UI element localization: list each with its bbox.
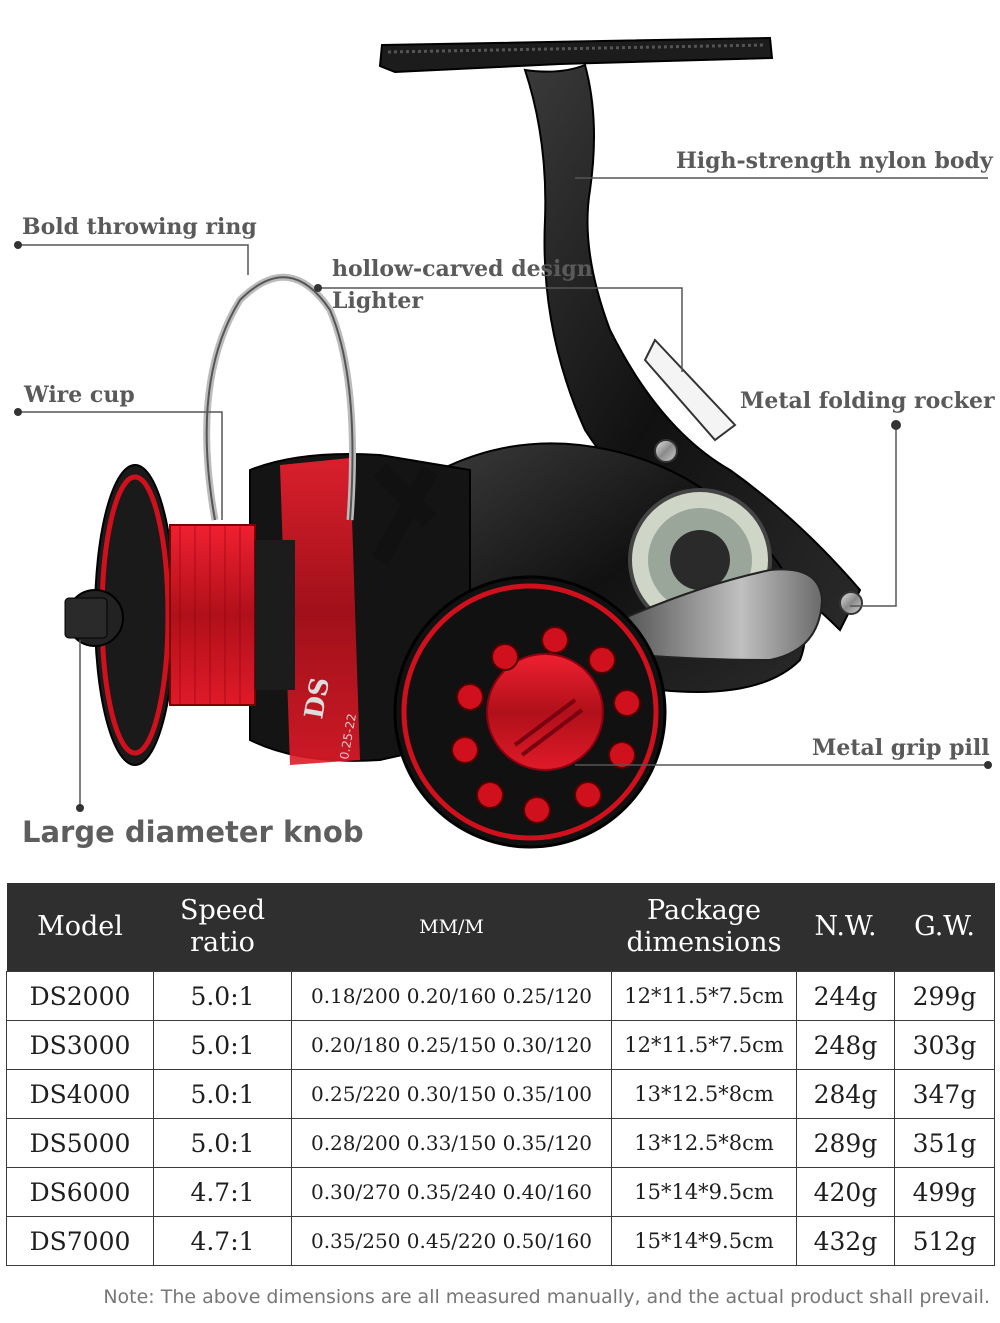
table-row: DS6000 4.7:1 0.30/270 0.35/240 0.40/160 … xyxy=(6,1167,995,1217)
cell-speed-ratio: 5.0:1 xyxy=(153,1020,292,1070)
cell-model: DS3000 xyxy=(6,1020,154,1070)
handle-knob xyxy=(393,575,667,849)
cell-speed-ratio: 5.0:1 xyxy=(153,1118,292,1168)
cell-gross-weight: 499g xyxy=(894,1167,995,1217)
cell-speed-ratio: 5.0:1 xyxy=(153,971,292,1021)
cell-model: DS6000 xyxy=(6,1167,154,1217)
callout-large-knob: Large diameter knob xyxy=(22,815,364,849)
cell-model: DS5000 xyxy=(6,1118,154,1168)
spool-model-text: DS xyxy=(299,675,336,721)
cell-package-dimensions: 15*14*9.5cm xyxy=(611,1167,797,1217)
header-mm-per-m: MM/M xyxy=(291,883,612,972)
callout-hollow-design: hollow-carved design xyxy=(332,256,593,282)
table-row: DS5000 5.0:1 0.28/200 0.33/150 0.35/120 … xyxy=(6,1118,995,1168)
table-row: DS4000 5.0:1 0.25/220 0.30/150 0.35/100 … xyxy=(6,1069,995,1119)
cell-line-capacity: 0.25/220 0.30/150 0.35/100 xyxy=(291,1069,612,1119)
cell-net-weight: 248g xyxy=(796,1020,895,1070)
cell-package-dimensions: 13*12.5*8cm xyxy=(611,1069,797,1119)
bail-wire xyxy=(203,273,356,521)
handle-arm xyxy=(618,568,824,662)
cell-line-capacity: 0.30/270 0.35/240 0.40/160 xyxy=(291,1167,612,1217)
reel-foot xyxy=(378,36,774,74)
cell-gross-weight: 303g xyxy=(894,1020,995,1070)
header-net-weight: N.W. xyxy=(796,883,895,972)
cell-model: DS2000 xyxy=(6,971,154,1021)
callout-lighter: Lighter xyxy=(332,288,423,314)
disclaimer-note: Note: The above dimensions are all measu… xyxy=(103,1286,990,1308)
cell-gross-weight: 299g xyxy=(894,971,995,1021)
specs-table: Model Speed ratio MM/M Package dimension… xyxy=(6,883,995,1266)
drag-knob xyxy=(64,589,124,647)
cell-line-capacity: 0.28/200 0.33/150 0.35/120 xyxy=(291,1118,612,1168)
cell-speed-ratio: 4.7:1 xyxy=(153,1216,292,1266)
callout-wire-cup: Wire cup xyxy=(24,382,135,408)
cell-package-dimensions: 15*14*9.5cm xyxy=(611,1216,797,1266)
cell-model: DS7000 xyxy=(6,1216,154,1266)
cell-package-dimensions: 12*11.5*7.5cm xyxy=(611,971,797,1021)
spinning-reel-image: DS 0.25-22 xyxy=(14,36,992,849)
callout-nylon-body: High-strength nylon body xyxy=(676,148,993,174)
cell-net-weight: 289g xyxy=(796,1118,895,1168)
cell-speed-ratio: 4.7:1 xyxy=(153,1167,292,1217)
callout-leader-lines xyxy=(18,177,988,808)
cell-package-dimensions: 13*12.5*8cm xyxy=(611,1118,797,1168)
cell-net-weight: 432g xyxy=(796,1216,895,1266)
cell-gross-weight: 512g xyxy=(894,1216,995,1266)
product-illustration: DS 0.25-22 xyxy=(14,36,995,849)
cell-gross-weight: 347g xyxy=(894,1069,995,1119)
cell-model: DS4000 xyxy=(6,1069,154,1119)
table-header-row: Model Speed ratio MM/M Package dimension… xyxy=(6,883,995,972)
callout-throwing-ring: Bold throwing ring xyxy=(22,214,257,240)
callout-folding-rocker: Metal folding rocker xyxy=(740,388,995,414)
cell-line-capacity: 0.20/180 0.25/150 0.30/120 xyxy=(291,1020,612,1070)
cell-package-dimensions: 12*11.5*7.5cm xyxy=(611,1020,797,1070)
table-row: DS3000 5.0:1 0.20/180 0.25/150 0.30/120 … xyxy=(6,1020,995,1070)
callout-grip-pill: Metal grip pill xyxy=(812,735,990,761)
header-speed-ratio: Speed ratio xyxy=(153,883,292,972)
cell-net-weight: 420g xyxy=(796,1167,895,1217)
cell-line-capacity: 0.18/200 0.20/160 0.25/120 xyxy=(291,971,612,1021)
table-row: DS2000 5.0:1 0.18/200 0.20/160 0.25/120 … xyxy=(6,971,995,1021)
header-gross-weight: G.W. xyxy=(894,883,995,972)
header-package-dimensions: Package dimensions xyxy=(611,883,797,972)
cell-net-weight: 284g xyxy=(796,1069,895,1119)
cell-net-weight: 244g xyxy=(796,971,895,1021)
cell-line-capacity: 0.35/250 0.45/220 0.50/160 xyxy=(291,1216,612,1266)
cell-speed-ratio: 5.0:1 xyxy=(153,1069,292,1119)
table-row: DS7000 4.7:1 0.35/250 0.45/220 0.50/160 … xyxy=(6,1216,995,1266)
cell-gross-weight: 351g xyxy=(894,1118,995,1168)
header-model: Model xyxy=(6,883,154,972)
callout-dots xyxy=(14,241,992,812)
